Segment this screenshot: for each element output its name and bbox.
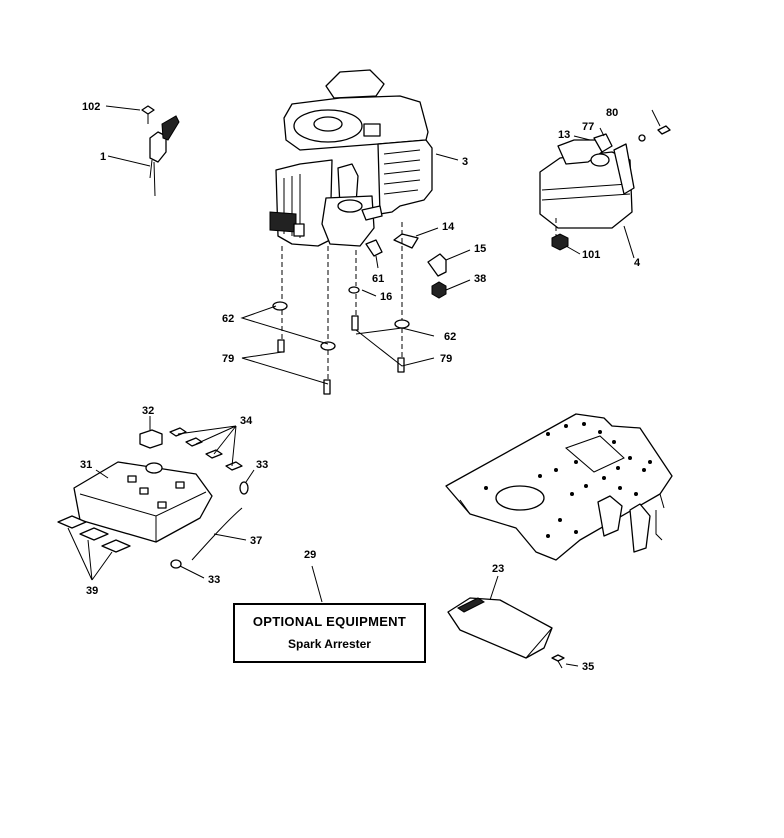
spark-arrester-part: [447, 597, 565, 669]
callout-37: 37: [250, 535, 262, 547]
callout-80: 80: [606, 107, 618, 119]
callout-31: 31: [80, 459, 92, 471]
callout-35: 35: [582, 661, 594, 673]
hose-part: [170, 481, 249, 569]
alignment-lines: [281, 218, 557, 380]
callout-102: 102: [82, 101, 100, 113]
callout-34: 34: [240, 415, 253, 427]
callout-33-top: 33: [256, 459, 268, 471]
callout-16: 16: [380, 291, 392, 303]
callout-15: 15: [474, 243, 486, 255]
callout-62-left: 62: [222, 313, 234, 325]
callout-79-left: 79: [222, 353, 234, 365]
callout-1: 1: [100, 151, 106, 163]
callout-61: 61: [372, 273, 384, 285]
callout-77: 77: [582, 121, 594, 133]
callout-79-right: 79: [440, 353, 452, 365]
callout-39: 39: [86, 585, 98, 597]
fuel-tank-part: [539, 125, 671, 251]
callout-101: 101: [582, 249, 600, 261]
callout-23: 23: [492, 563, 504, 575]
callout-38: 38: [474, 273, 486, 285]
washers-and-bolts: [272, 301, 410, 395]
callout-62-right: 62: [444, 331, 456, 343]
callout-14: 14: [442, 221, 455, 233]
callout-labels: 102 1 3 80 77 13 14 15 38 61 16 101 4 62…: [80, 101, 641, 673]
engine-part: [269, 69, 433, 247]
leader-lines: [67, 105, 661, 667]
callout-3: 3: [462, 156, 468, 168]
callout-13: 13: [558, 129, 570, 141]
callout-29: 29: [304, 549, 316, 561]
spark-arrester-label: Spark Arrester: [288, 637, 371, 651]
engine-cover-part: [57, 427, 243, 553]
optional-equipment-title: OPTIONAL EQUIPMENT: [252, 614, 407, 629]
throttle-control-part: [141, 105, 180, 197]
callout-32: 32: [142, 405, 154, 417]
fuel-line-parts: [348, 233, 447, 299]
optional-equipment-box: OPTIONAL EQUIPMENT Spark Arrester: [233, 603, 426, 663]
frame-plate-part: [445, 413, 673, 561]
callout-33-bottom: 33: [208, 574, 220, 586]
callout-4: 4: [634, 257, 641, 269]
